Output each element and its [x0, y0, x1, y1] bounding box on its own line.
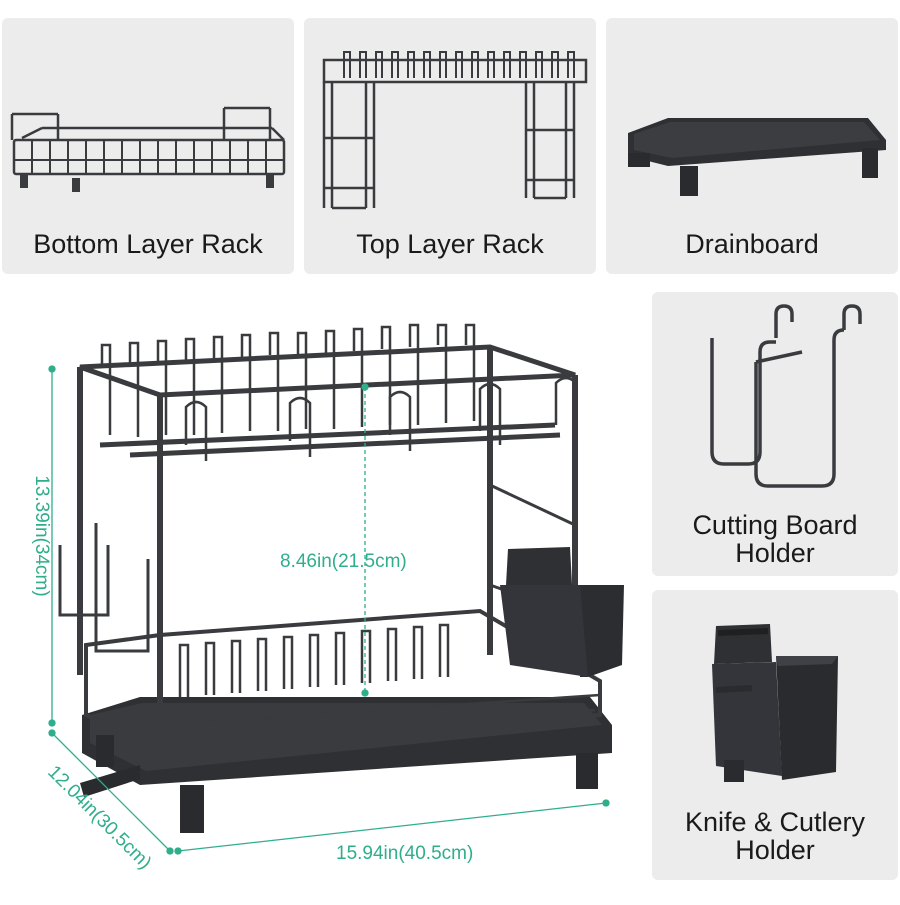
drainboard-illustration — [628, 118, 886, 196]
top-rack-illustration — [322, 51, 588, 210]
cutting-board-holder-label: Cutting Board Holder — [652, 511, 898, 567]
inner-height-dimension-label: 8.46in(21.5cm) — [280, 551, 407, 572]
cutting-board-holder-illustration — [710, 304, 862, 488]
panel-top-layer-rack: Top Layer Rack — [304, 18, 596, 274]
knife-cutlery-holder-label: Knife & Cutlery Holder — [652, 808, 898, 864]
bottom-rack-illustration — [10, 106, 286, 192]
knife-cutlery-holder-label-line2: Holder — [735, 835, 815, 865]
panel-knife-cutlery-holder: Knife & Cutlery Holder — [652, 590, 898, 880]
knife-cutlery-holder-label-line1: Knife & Cutlery — [684, 807, 866, 837]
panel-drainboard: Drainboard — [606, 18, 898, 274]
assembled-rack-illustration — [48, 323, 624, 855]
height-dimension-label: 13.39in(34cm) — [31, 475, 52, 597]
knife-cutlery-holder-illustration — [712, 624, 838, 782]
width-dimension-label: 15.94in(40.5cm) — [336, 843, 474, 864]
panel-bottom-layer-rack: Bottom Layer Rack — [2, 18, 294, 274]
top-rack-label: Top Layer Rack — [356, 229, 544, 259]
cutting-board-holder-label-line2: Holder — [735, 538, 815, 568]
assembled-rack-diagram: 13.39in(34cm) 8.46in(21.5cm) 12.04in(30.… — [0, 285, 640, 900]
panel-cutting-board-holder: Cutting Board Holder — [652, 292, 898, 576]
cutting-board-holder-label-line1: Cutting Board — [692, 510, 858, 540]
drainboard-label: Drainboard — [685, 229, 819, 259]
bottom-rack-label: Bottom Layer Rack — [33, 229, 263, 259]
